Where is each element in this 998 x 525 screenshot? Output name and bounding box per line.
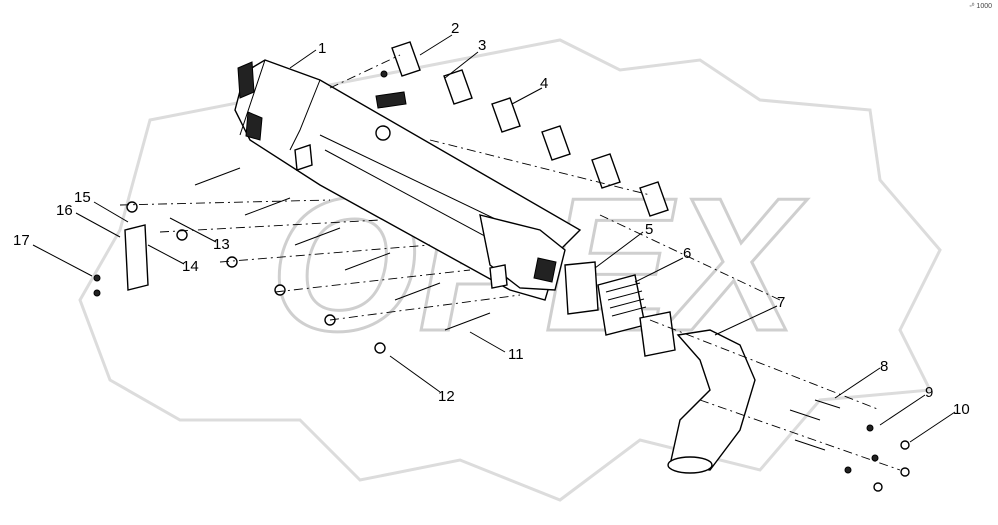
callout-14: 14 [182,258,199,275]
callout-2: 2 [451,20,459,37]
callout-4: 4 [540,75,548,92]
callout-5: 5 [645,221,653,238]
short-bolts [126,201,386,354]
callout-labels: 1 2 3 4 5 6 7 8 9 10 11 12 13 14 15 16 1… [13,20,970,418]
cooler-block [597,274,647,336]
callout-11: 11 [508,346,524,363]
callout-9: 9 [925,384,933,401]
bolt-17b [93,289,101,297]
callout-3: 3 [478,37,486,54]
sensor-part [375,70,407,109]
callout-10: 10 [953,401,970,418]
corner-mark: ◦⁰ 1000 [969,3,992,10]
callout-6: 6 [683,245,691,262]
gasket-5 [564,261,599,315]
assembly-lines [119,54,901,471]
callout-8: 8 [880,358,888,375]
studs-and-nuts [789,399,910,492]
watermark-gear [78,38,942,502]
callout-16: 16 [56,202,73,219]
flange-gaskets [391,41,669,217]
callout-leaders [32,34,956,443]
callout-13: 13 [213,236,230,253]
gasket-6b [639,311,676,357]
exhaust-manifold [234,59,582,301]
callout-7: 7 [777,294,785,311]
bracket [124,224,149,291]
callout-1: 1 [318,40,326,57]
callout-15: 15 [74,189,91,206]
elbow-pipe [667,329,756,474]
bolt-17 [93,274,101,282]
long-bolts [194,167,491,331]
callout-12: 12 [438,388,455,405]
callout-17: 17 [13,232,30,249]
